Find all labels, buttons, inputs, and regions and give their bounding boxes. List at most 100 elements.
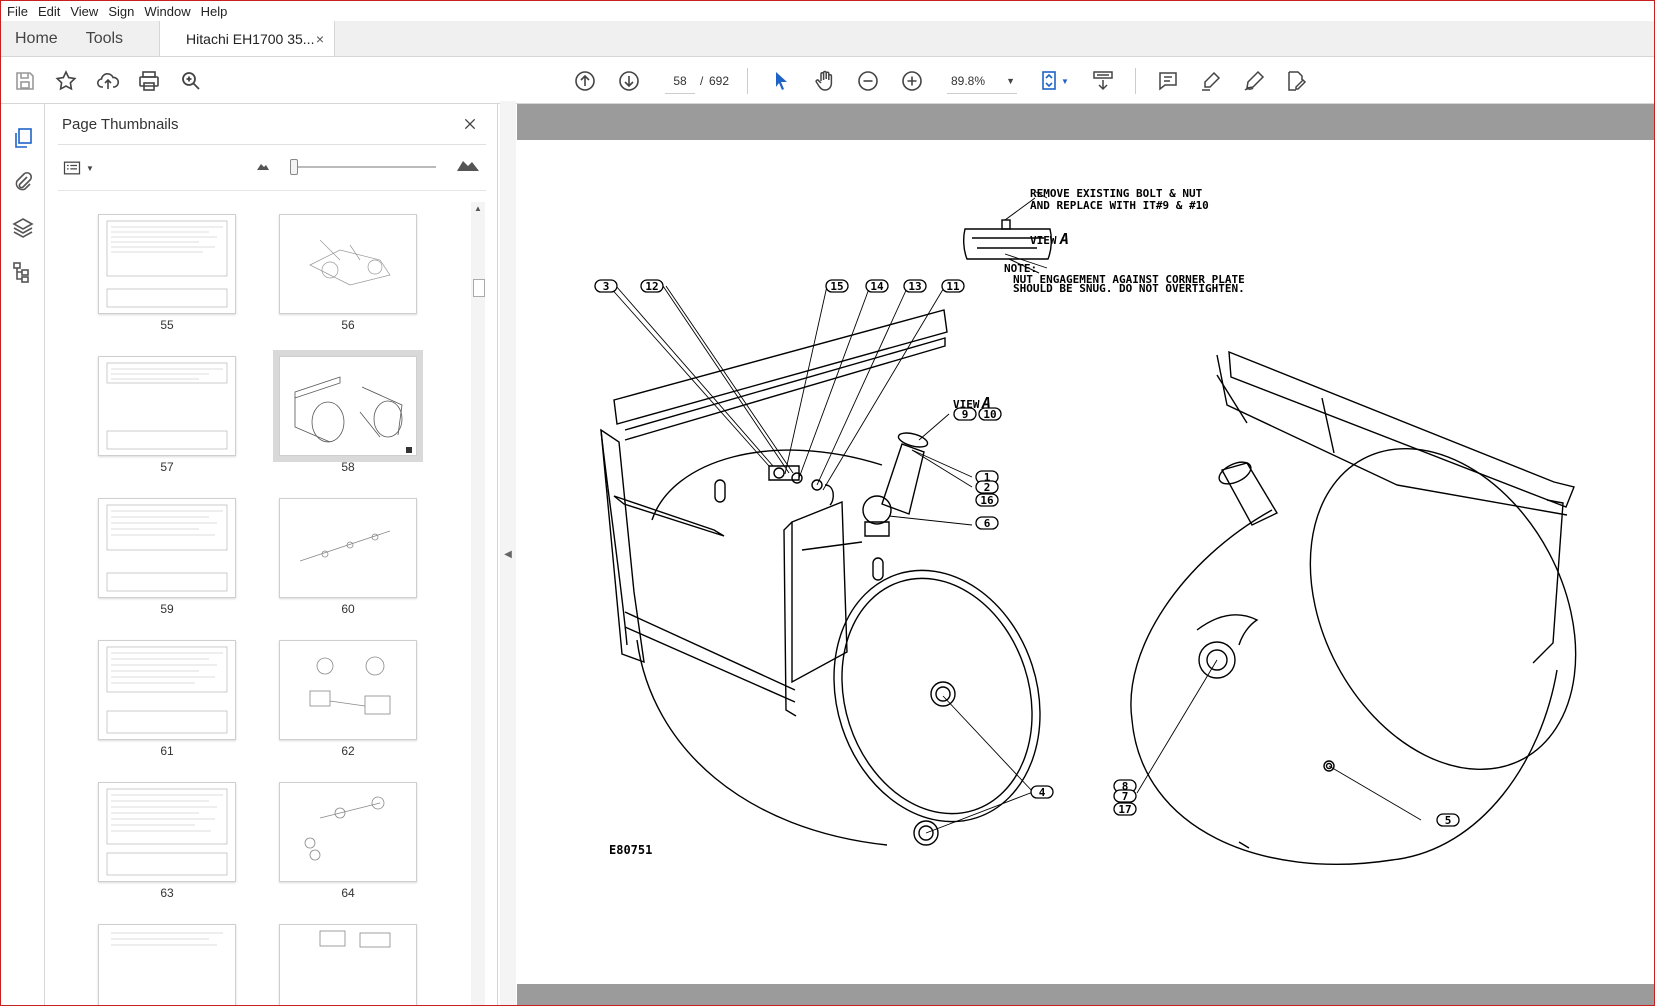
zoom-out-icon[interactable] bbox=[854, 67, 882, 95]
cloud-upload-icon[interactable] bbox=[94, 67, 122, 95]
callout-number: 16 bbox=[980, 494, 994, 507]
scroll-up-icon[interactable]: ▲ bbox=[474, 204, 482, 213]
chevron-down-icon: ▼ bbox=[1006, 75, 1015, 86]
view-letter: A bbox=[981, 394, 991, 412]
navigation-rail bbox=[1, 104, 45, 1005]
callout-outline bbox=[825, 279, 849, 293]
thumbnail-scrollbar[interactable] bbox=[471, 202, 485, 1005]
callout-outline bbox=[903, 279, 927, 293]
menu-file[interactable]: File bbox=[7, 3, 28, 19]
callout-number: 2 bbox=[984, 481, 991, 494]
view-label: VIEW bbox=[1030, 234, 1057, 247]
print-icon[interactable] bbox=[135, 67, 163, 95]
page-thumbnails-icon[interactable] bbox=[9, 124, 37, 152]
thumbnail-page[interactable] bbox=[98, 640, 236, 740]
scroll-mode-icon[interactable] bbox=[1089, 67, 1117, 95]
thumbnail-page[interactable] bbox=[98, 924, 236, 1005]
drawing-number: E80751 bbox=[609, 843, 652, 857]
list-options-icon bbox=[63, 161, 81, 175]
callout-bubble: 15 bbox=[825, 279, 849, 293]
drawing-note-line: NUT ENGAGEMENT AGAINST CORNER PLATE bbox=[1013, 273, 1245, 286]
tab-document[interactable]: Hitachi EH1700 35... × bbox=[159, 21, 336, 56]
thumbnail-page[interactable] bbox=[279, 214, 417, 314]
collapse-panel-icon[interactable]: ◀ bbox=[500, 101, 516, 1005]
callout-number: 1 bbox=[984, 471, 991, 484]
thumbnail-page[interactable] bbox=[279, 924, 417, 1005]
bookmarks-tree-icon[interactable] bbox=[9, 258, 37, 286]
chevron-down-icon: ▼ bbox=[86, 163, 94, 173]
thumbnail-size-slider[interactable] bbox=[290, 166, 436, 168]
callout-bubble: 4 bbox=[1030, 785, 1054, 799]
view-letter: A bbox=[1059, 230, 1069, 248]
fit-page-icon[interactable] bbox=[1036, 67, 1064, 95]
thumbnail-page[interactable] bbox=[98, 356, 236, 456]
sign-icon[interactable] bbox=[1240, 67, 1268, 95]
callout-bubble: 13 bbox=[903, 279, 927, 293]
callout-bubble: 3 bbox=[594, 279, 618, 293]
panel-divider bbox=[58, 144, 486, 145]
thumbnail-page[interactable] bbox=[279, 498, 417, 598]
zoom-level-select[interactable]: 89.8% ▼ bbox=[947, 68, 1017, 94]
callout-outline bbox=[975, 516, 999, 530]
close-tab-icon[interactable]: × bbox=[315, 30, 325, 47]
layers-icon[interactable] bbox=[9, 214, 37, 242]
thumbnail-label: 59 bbox=[160, 602, 174, 616]
toolbar-divider bbox=[747, 68, 748, 94]
menu-view[interactable]: View bbox=[70, 3, 99, 19]
thumbnail-page[interactable] bbox=[279, 640, 417, 740]
comment-icon[interactable] bbox=[1154, 67, 1182, 95]
slider-handle[interactable] bbox=[290, 159, 298, 175]
callout-outline bbox=[640, 279, 664, 293]
thumbnail-page[interactable] bbox=[98, 214, 236, 314]
large-thumbnail-icon[interactable] bbox=[456, 158, 480, 172]
select-cursor-icon[interactable] bbox=[767, 67, 795, 95]
tab-tools[interactable]: Tools bbox=[85, 29, 124, 47]
close-panel-icon[interactable] bbox=[458, 112, 482, 136]
zoom-in-icon[interactable] bbox=[898, 67, 926, 95]
menu-help[interactable]: Help bbox=[200, 3, 228, 19]
attachments-icon[interactable] bbox=[9, 168, 37, 196]
thumbnail-list[interactable]: 55 56 57 58 59 60 61 62 63 64 bbox=[46, 194, 498, 1005]
callout-bubble: 17 bbox=[1113, 802, 1137, 816]
callout-number: 5 bbox=[1445, 814, 1452, 827]
thumbnail-label: 57 bbox=[160, 460, 174, 474]
thumbnail-page[interactable] bbox=[279, 782, 417, 882]
find-icon[interactable] bbox=[177, 67, 205, 95]
thumbnail-page[interactable] bbox=[98, 782, 236, 882]
thumbnail-page[interactable] bbox=[98, 498, 236, 598]
next-page-icon[interactable] bbox=[615, 67, 643, 95]
callout-number: 15 bbox=[830, 280, 843, 293]
callout-outline bbox=[1113, 789, 1137, 803]
thumbnail-page-selected[interactable] bbox=[273, 350, 423, 462]
page-thumbnails-panel: Page Thumbnails ▼ 55 56 57 58 59 bbox=[46, 104, 498, 1005]
star-icon[interactable] bbox=[52, 67, 80, 95]
thumbnail-label: 60 bbox=[341, 602, 355, 616]
scrollbar-thumb[interactable] bbox=[473, 279, 485, 297]
menu-edit[interactable]: Edit bbox=[37, 3, 61, 19]
highlight-pen-icon[interactable] bbox=[1197, 67, 1225, 95]
callout-bubble: 16 bbox=[975, 493, 999, 507]
hand-tool-icon[interactable] bbox=[811, 67, 839, 95]
tab-home[interactable]: Home bbox=[15, 29, 58, 47]
chevron-down-icon[interactable]: ▼ bbox=[1061, 77, 1069, 86]
callout-outline bbox=[1436, 813, 1460, 827]
thumbnail-options-button[interactable]: ▼ bbox=[62, 156, 102, 180]
tab-bar: Home Tools Hitachi EH1700 35... × bbox=[1, 21, 1654, 57]
menu-window[interactable]: Window bbox=[144, 3, 191, 19]
save-icon[interactable] bbox=[11, 67, 39, 95]
previous-page-icon[interactable] bbox=[571, 67, 599, 95]
callout-bubble: 12 bbox=[640, 279, 664, 293]
drawing-note-line: AND REPLACE WITH IT#9 & #10 bbox=[1030, 199, 1209, 212]
callout-number: 7 bbox=[1122, 790, 1129, 803]
small-thumbnail-icon[interactable] bbox=[256, 161, 270, 171]
page-number-input[interactable] bbox=[665, 68, 695, 94]
menu-sign[interactable]: Sign bbox=[108, 3, 135, 19]
callout-outline bbox=[978, 407, 1002, 421]
thumbnail-label: 62 bbox=[341, 744, 355, 758]
drawing-note-label: NOTE: bbox=[1004, 262, 1037, 275]
panel-title: Page Thumbnails bbox=[62, 116, 179, 133]
more-tools-icon[interactable] bbox=[1282, 67, 1310, 95]
